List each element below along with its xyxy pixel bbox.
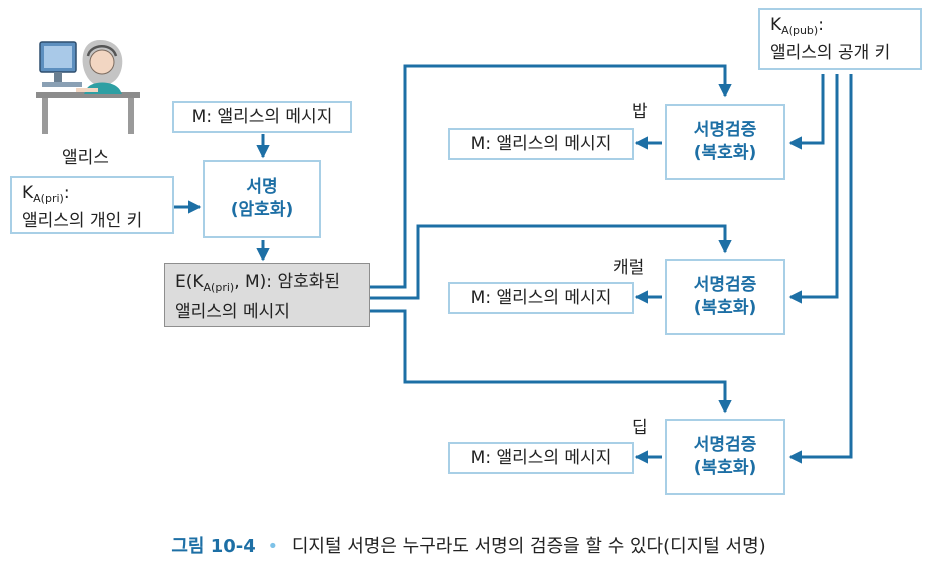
bob-verify-label: 서명검증 (693, 120, 757, 140)
alice-at-computer-illustration (36, 40, 140, 134)
public-key-box: KA(pub): 앨리스의 공개 키 (758, 8, 922, 70)
caption-separator: • (267, 536, 279, 557)
private-key-symbol: K (22, 183, 34, 203)
alice-label: 앨리스 (62, 148, 109, 168)
bob-output-box: M: 앨리스의 메시지 (448, 128, 634, 160)
arrow-to-carol (370, 224, 732, 300)
arrow-pubkey-to-bob (788, 74, 825, 150)
encrypted-subscript: A(pri) (203, 281, 235, 294)
figure-label: 그림 10-4 (171, 536, 256, 557)
encrypted-message-line1: E(KA(pri), M): 암호화된 (175, 270, 359, 300)
dip-output-text: M: 앨리스의 메시지 (470, 448, 612, 468)
encrypted-prefix: E(K (175, 272, 204, 292)
carol-label: 캐럴 (613, 258, 645, 278)
carol-verify-label: 서명검증 (693, 275, 757, 295)
private-key-subscript: A(pri) (33, 192, 64, 205)
caption-text: 디지털 서명은 누구라도 서명의 검증을 할 수 있다(디지털 서명) (291, 536, 766, 557)
carol-output-box: M: 앨리스의 메시지 (448, 282, 634, 314)
arrow-pubkey-to-dip (788, 74, 853, 464)
carol-output-text: M: 앨리스의 메시지 (470, 288, 612, 308)
encrypted-message-box: E(KA(pri), M): 암호화된 앨리스의 메시지 (164, 263, 370, 327)
private-key-desc: 앨리스의 개인 키 (22, 211, 143, 231)
public-key-desc: 앨리스의 공개 키 (770, 43, 891, 63)
message-input-text: M: 앨리스의 메시지 (191, 107, 333, 127)
dip-verify-sublabel: (복호화) (693, 458, 757, 478)
bob-output-text: M: 앨리스의 메시지 (470, 134, 612, 154)
public-key-symbol: K (770, 15, 782, 35)
encrypted-suffix: , M): 암호화된 (234, 272, 341, 292)
sign-process-box: 서명 (암호화) (203, 160, 321, 238)
public-key-symbol-line: KA(pub): (770, 14, 910, 42)
message-input-box: M: 앨리스의 메시지 (172, 101, 352, 133)
encrypted-message-line2: 앨리스의 메시지 (175, 302, 290, 322)
public-key-colon: : (818, 15, 824, 35)
arrow-to-dip (370, 309, 732, 414)
dip-label: 딥 (632, 418, 648, 438)
private-key-colon: : (63, 183, 70, 203)
private-key-box: KA(pri): 앨리스의 개인 키 (10, 176, 174, 234)
arrow-pubkey-to-carol (788, 74, 839, 304)
dip-verify-label: 서명검증 (693, 435, 757, 455)
bob-verify-sublabel: (복호화) (693, 143, 757, 163)
carol-verify-box: 서명검증 (복호화) (665, 259, 785, 335)
sign-sublabel: (암호화) (230, 200, 294, 220)
figure-caption: 그림 10-4 • 디지털 서명은 누구라도 서명의 검증을 할 수 있다(디지… (0, 532, 937, 558)
private-key-symbol-line: KA(pri): (22, 182, 162, 210)
bob-label: 밥 (632, 102, 648, 122)
arrow-to-bob (370, 64, 732, 289)
public-key-subscript: A(pub) (781, 24, 819, 37)
bob-verify-box: 서명검증 (복호화) (665, 104, 785, 180)
sign-label: 서명 (246, 177, 278, 197)
dip-output-box: M: 앨리스의 메시지 (448, 442, 634, 474)
carol-verify-sublabel: (복호화) (693, 298, 757, 318)
dip-verify-box: 서명검증 (복호화) (665, 419, 785, 495)
